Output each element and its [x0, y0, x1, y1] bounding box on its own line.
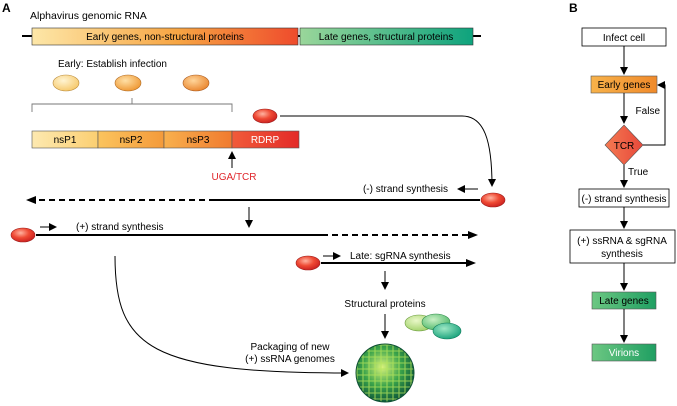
packaging-label-line1: Packaging of new: [251, 342, 331, 353]
early-genes-block: [31, 27, 299, 46]
structural-proteins-label: Structural proteins: [344, 299, 425, 310]
early-genes-label: Early genes, non-structural proteins: [86, 32, 244, 43]
structural-protein-3: [432, 322, 462, 340]
polymerase-ellipse-plus: [10, 227, 36, 243]
protein-ellipse-1: [52, 74, 80, 92]
rdrp-box: [231, 130, 300, 149]
polymerase-ellipse-top: [252, 108, 278, 124]
flow-virions-label: Virions: [609, 348, 639, 359]
minus-strand-label: (-) strand synthesis: [363, 184, 448, 195]
packaging-label-line2: (+) ssRNA genomes: [245, 354, 335, 365]
protein-ellipse-2: [114, 74, 142, 92]
flow-tcr-label: TCR: [614, 141, 635, 152]
late-genes-block: [299, 27, 474, 46]
flow-plus-label-line1: (+) ssRNA & sgRNA: [577, 236, 667, 247]
nsp1-label: nsP1: [54, 135, 77, 146]
rdrp-label: RDRP: [251, 135, 280, 146]
plus-strand-label: (+) strand synthesis: [76, 222, 164, 233]
late-genes-label: Late genes, structural proteins: [319, 32, 454, 43]
flow-minus-label: (-) strand synthesis: [581, 194, 666, 205]
genome-title: Alphavirus genomic RNA: [30, 10, 147, 22]
minus-strand-arrowhead: [26, 196, 36, 204]
protein-ellipse-3: [182, 74, 210, 92]
packaging-curve-arrow: [114, 255, 349, 377]
nsp3-label: nsP3: [187, 135, 210, 146]
flow-infect-label: Infect cell: [603, 33, 645, 44]
cleavage-bracket: [31, 98, 233, 112]
polymerase-ellipse-minus: [480, 192, 506, 208]
flow-virions-box: [591, 343, 657, 362]
flow-plus-box: [569, 229, 676, 264]
sgrna-arrowhead: [466, 259, 476, 267]
virion-particle: [355, 343, 415, 403]
polymerase-path-arrow: [280, 115, 496, 187]
flow-false-loop-arrow: [643, 81, 666, 146]
panel-a-label: A: [2, 1, 11, 15]
polymerase-ellipse-sgrna: [295, 255, 321, 271]
readthrough-label: UGA/TCR: [212, 172, 257, 183]
flow-early-genes-label: Early genes: [598, 80, 651, 91]
plus-strand-arrowhead: [468, 231, 478, 239]
flow-plus-label-line2: synthesis: [601, 249, 643, 260]
flow-false-label: False: [636, 106, 661, 117]
flow-late-genes-label: Late genes: [599, 296, 649, 307]
panel-b-label: B: [569, 1, 578, 15]
flow-true-label: True: [628, 167, 649, 178]
nsp2-label: nsP2: [120, 135, 143, 146]
sgrna-label: Late: sgRNA synthesis: [350, 251, 451, 262]
early-heading: Early: Establish infection: [58, 59, 167, 70]
